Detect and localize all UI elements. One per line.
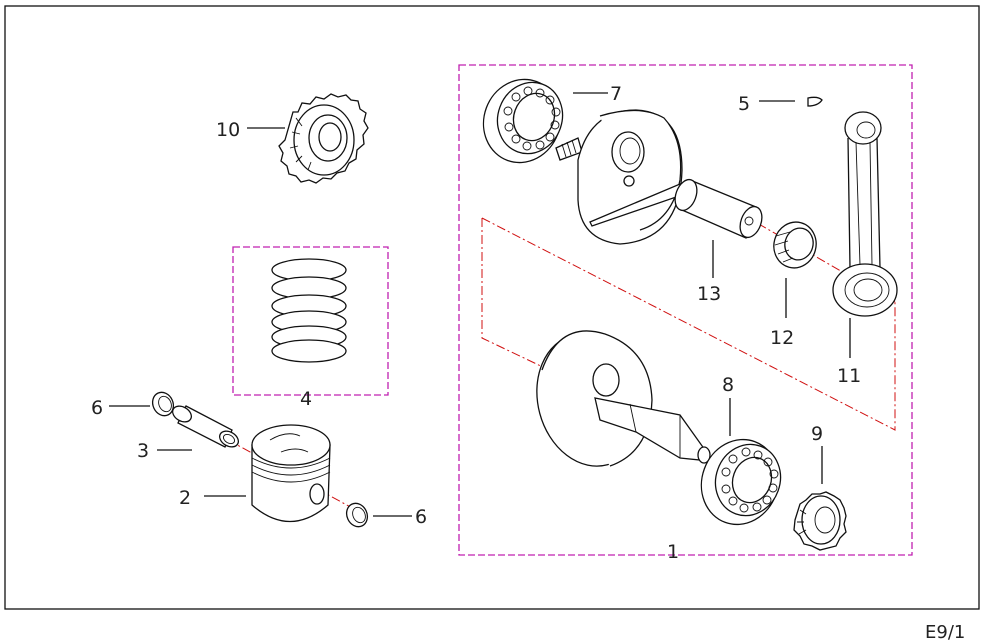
gear-part-10 [278,93,369,184]
connecting-rod-part-11 [832,111,898,317]
callout-12: 12 [770,327,794,349]
callout-5: 5 [738,93,750,115]
crank-half-upper [555,109,683,245]
callout-13: 13 [697,283,721,305]
woodruff-key-part-5 [807,96,823,107]
bearing-part-8 [700,438,782,526]
crank-half-lower [536,330,711,467]
callout-11: 11 [837,365,861,387]
callout-6-right: 6 [415,506,427,528]
piston-ring-set-group-box [232,246,389,396]
piston-part-2 [251,424,331,523]
callout-7: 7 [610,83,622,105]
diagram-frame [4,5,980,610]
piston-pin-part-3 [172,405,239,448]
crankshaft-assembly-group-box [458,64,913,556]
callout-9: 9 [811,423,823,445]
callout-2: 2 [179,487,191,509]
circlip-part-6-left [151,391,175,417]
callout-8: 8 [722,374,734,396]
piston-rings-part-4 [271,258,347,363]
callout-6-left: 6 [91,397,103,419]
bearing-part-7 [482,78,564,164]
crank-pin-part-13 [674,178,763,239]
callout-4: 4 [300,388,312,410]
small-gear-part-9 [793,491,847,551]
needle-bearing-part-12 [773,221,817,269]
callout-3: 3 [137,440,149,462]
callout-1: 1 [667,541,679,563]
circlip-part-6-right [345,502,369,528]
leader-lines [109,92,851,517]
callout-10: 10 [216,119,240,141]
page-code: E9/1 [925,622,965,643]
